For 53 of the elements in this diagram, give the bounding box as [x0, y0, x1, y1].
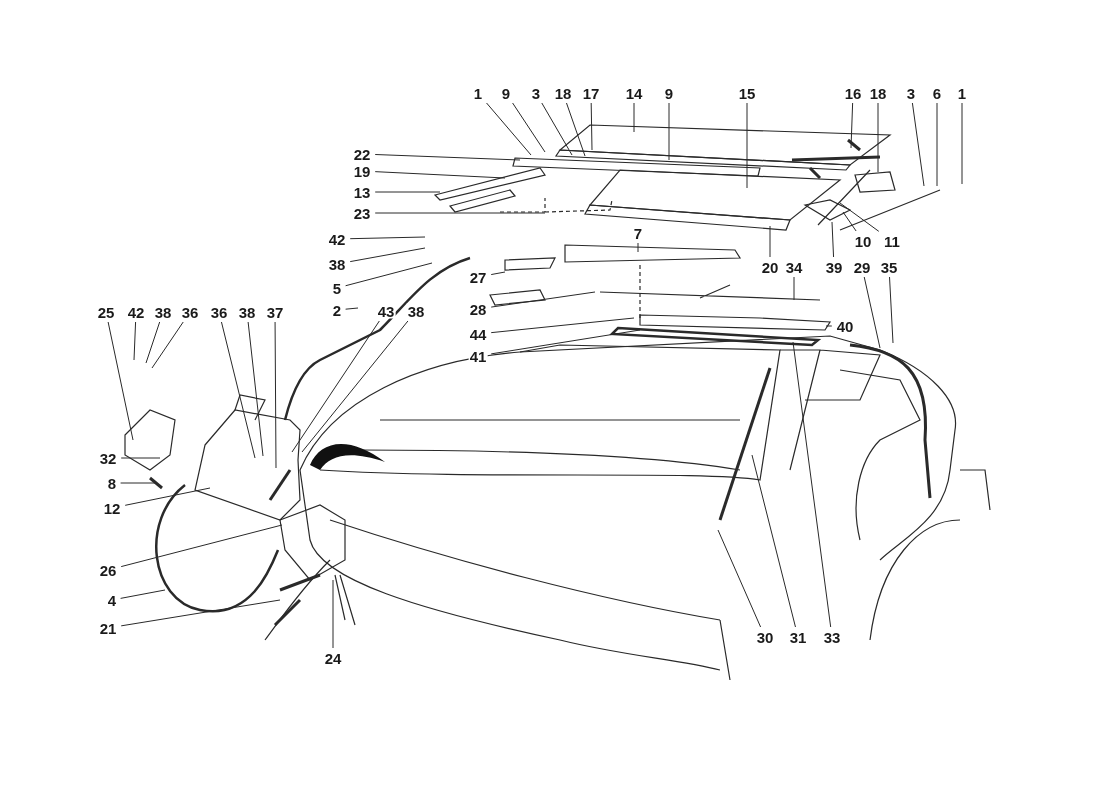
leader-line	[120, 482, 156, 484]
leader-line	[490, 271, 506, 276]
leader-line	[839, 202, 880, 232]
leader-line	[345, 307, 359, 310]
leader-line	[120, 589, 166, 599]
leader-line	[374, 171, 506, 179]
leader-line	[349, 236, 426, 240]
leader-line	[490, 329, 641, 355]
leader-line	[850, 102, 854, 149]
leader-line	[590, 102, 593, 151]
leader-line	[717, 529, 762, 628]
leader-line	[961, 102, 963, 185]
leader-line	[107, 321, 134, 441]
leader-line	[637, 242, 639, 253]
leader-line	[541, 102, 573, 156]
leader-line	[746, 102, 748, 189]
leader-line	[793, 276, 795, 301]
leader-line	[151, 321, 184, 369]
leader-line	[120, 457, 161, 459]
leader-line	[490, 291, 596, 308]
leader-line	[374, 154, 521, 161]
leader-line	[345, 262, 433, 287]
leader-line	[863, 276, 881, 349]
leader-line	[877, 102, 879, 173]
leader-line	[120, 524, 283, 568]
leader-line	[889, 276, 894, 344]
leader-line	[831, 221, 835, 258]
leader-line	[220, 321, 256, 459]
leader-line	[769, 225, 771, 258]
leader-line	[486, 102, 532, 156]
leader-line	[349, 247, 426, 263]
leader-line	[120, 599, 281, 627]
leader-line	[792, 341, 832, 628]
leader-line	[842, 211, 857, 232]
leader-line	[490, 317, 635, 334]
leader-line	[145, 321, 161, 364]
leader-line	[247, 321, 264, 457]
leader-line	[668, 102, 670, 161]
leader-line	[133, 321, 137, 361]
leader-line	[825, 325, 833, 327]
leader-line	[751, 454, 796, 628]
leader-line	[512, 102, 546, 153]
leader-line	[911, 102, 925, 187]
leader-line	[936, 102, 938, 187]
leader-line	[124, 487, 211, 506]
leader-line	[274, 321, 277, 469]
leader-line	[301, 320, 409, 453]
leader-line	[374, 212, 546, 214]
leader-line	[633, 102, 635, 133]
leader-line	[332, 579, 334, 649]
leader-line	[566, 102, 586, 157]
leader-line	[374, 191, 441, 193]
leader-line	[291, 320, 380, 453]
